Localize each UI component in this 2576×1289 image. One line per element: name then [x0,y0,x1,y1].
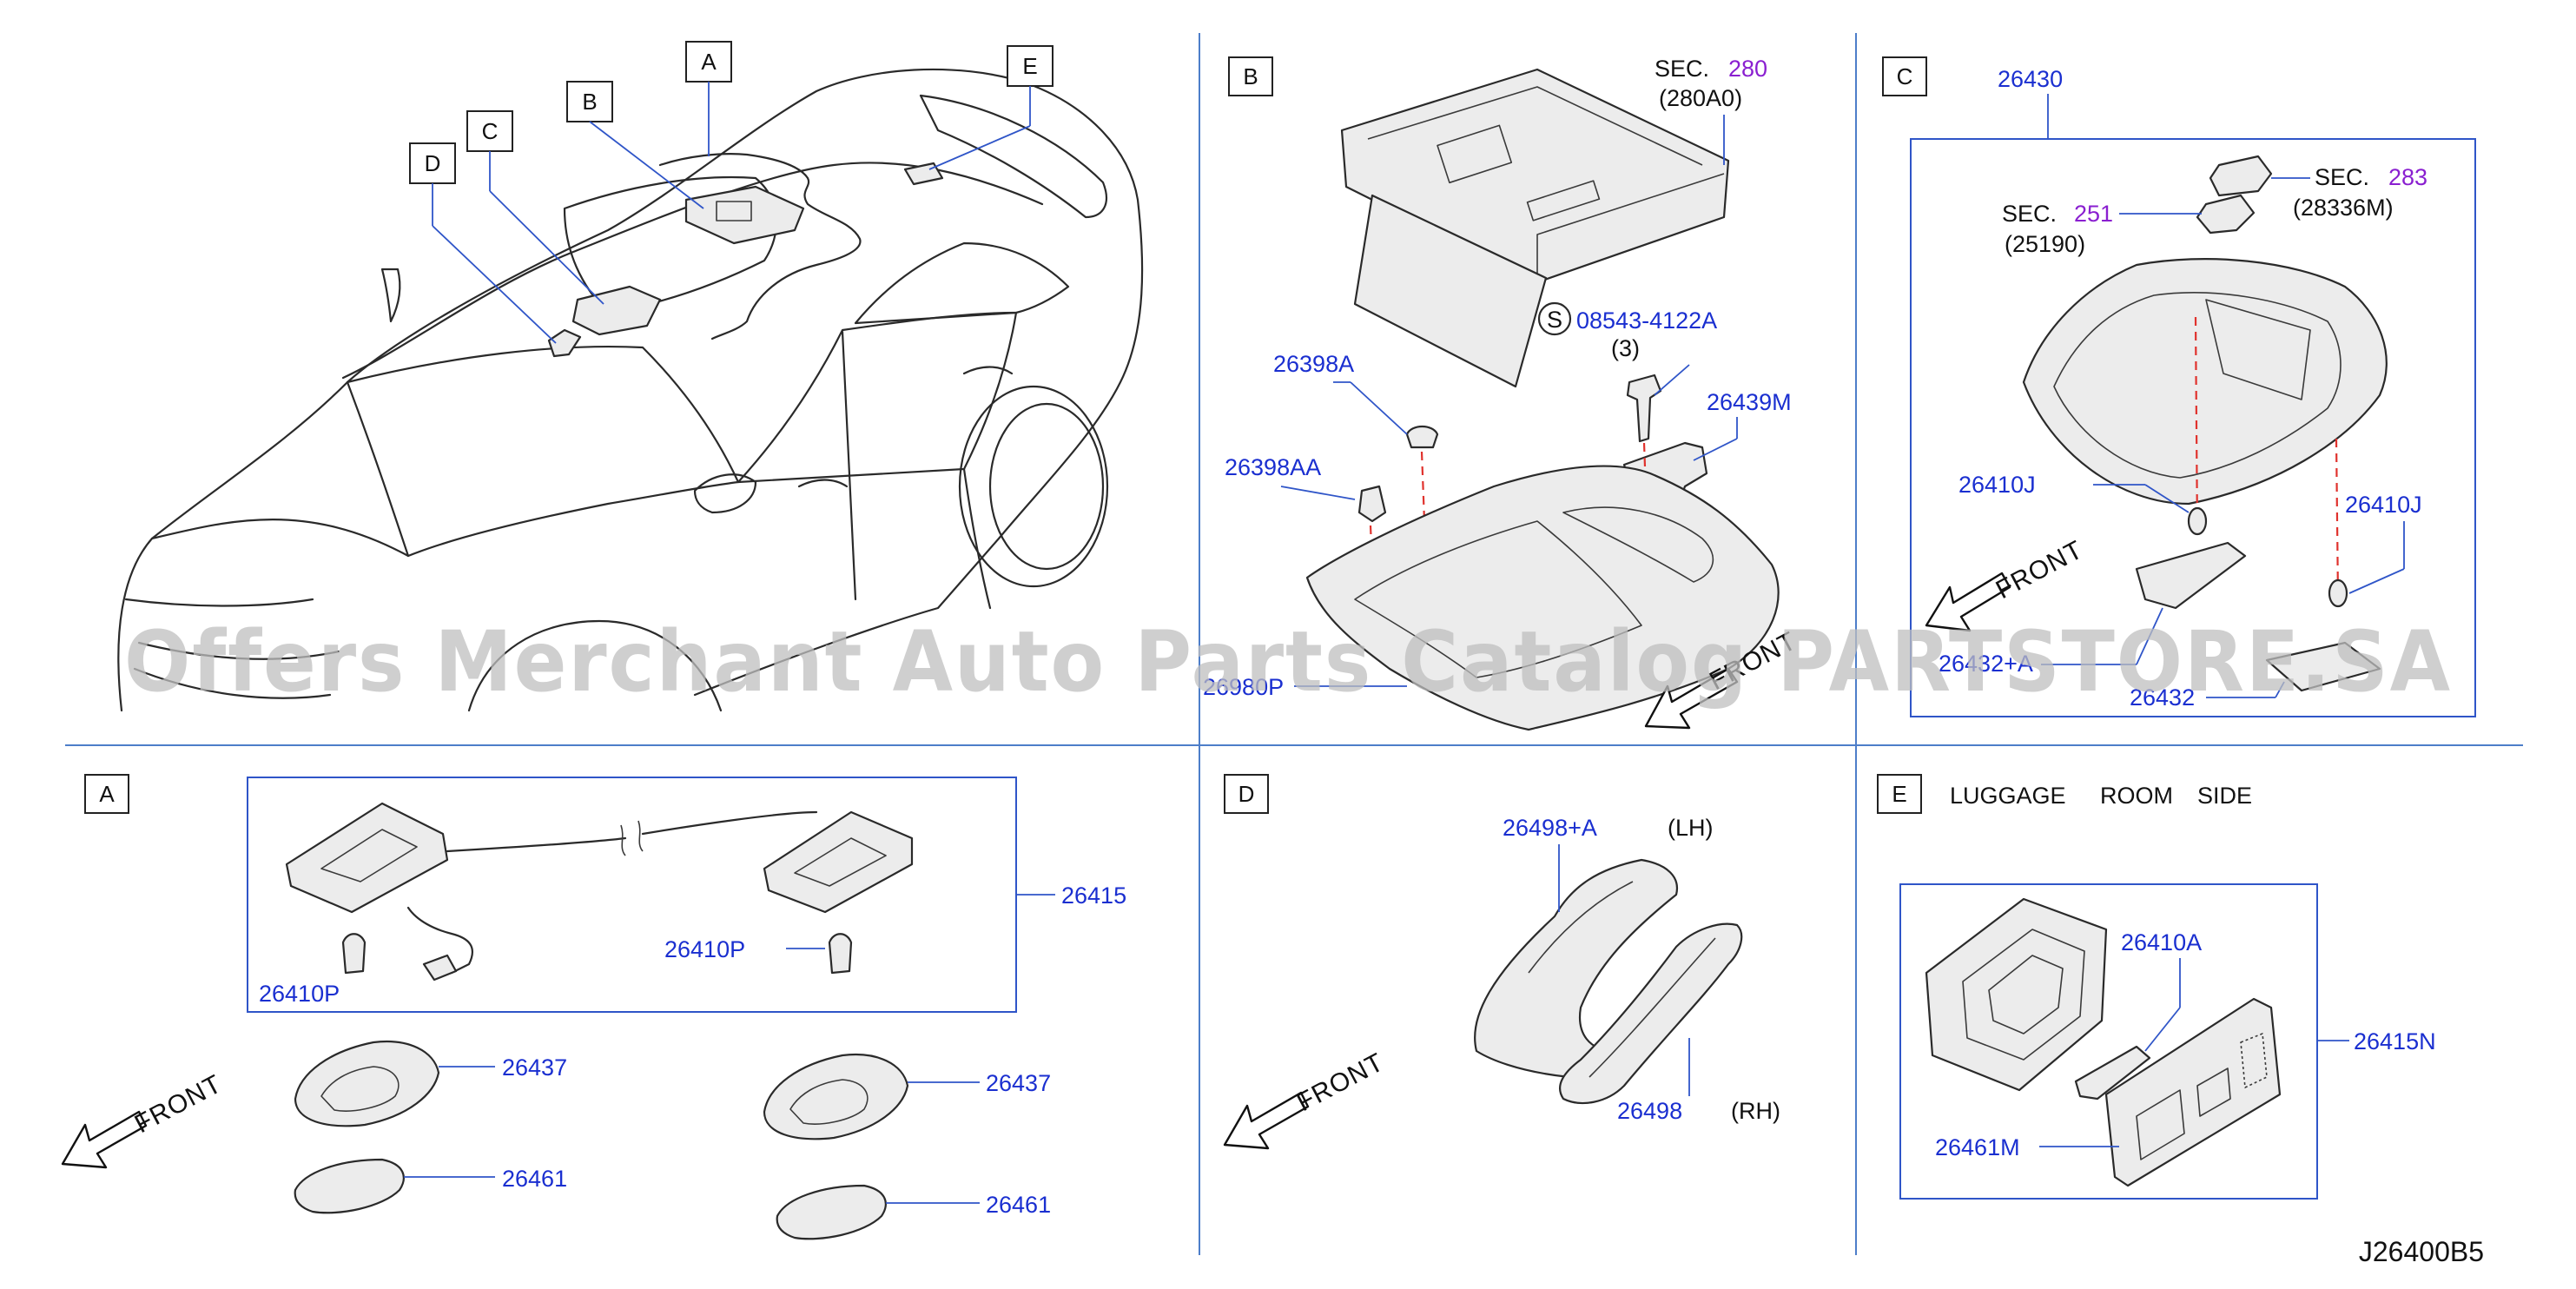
sec-280-prefix: SEC. [1655,56,1709,82]
visor-rh-tag: (RH) [1731,1098,1780,1124]
section-e-label: E [1892,781,1906,807]
sec-251-prefix: SEC. [2002,201,2057,227]
visor-rh-part-number: 26498 [1617,1098,1682,1124]
callout-d: D [425,150,441,176]
vehicle-overview [117,68,1144,712]
clip-aa-part-number: 26398AA [1225,454,1321,480]
front-label-a: FRONT [130,1069,227,1139]
bulb-right-a-part-number: 26410P [664,936,745,962]
lens-right-a-part-number: 26461 [986,1192,1051,1218]
assembly-c-part-number: 26430 [1998,66,2063,92]
bulb-left-c-part-number: 26410J [1958,472,2036,498]
visor-lh-tag: (LH) [1668,815,1714,841]
section-c-label: C [1897,63,1913,89]
visor-lh-part-number: 26498+A [1503,815,1597,841]
front-arrow-c [1925,572,2011,632]
screw-symbol: S [1547,307,1562,333]
front-arrow-d [1223,1091,1310,1150]
screw-part-number: 08543-4122A [1576,307,1717,334]
bulb-right-c-part-number: 26410J [2345,492,2422,518]
housing-left-part-number: 26437 [502,1054,567,1081]
lens-left-c-part-number: 26432+A [1939,651,2033,677]
sec-280-number: 280 [1728,56,1767,82]
callout-c: C [482,118,499,144]
clip-a-part-number: 26398A [1273,351,1354,377]
section-e-title-word-1: LUGGAGE [1950,783,2066,809]
section-e-title-word-3: SIDE [2197,783,2252,809]
front-arrow-a [61,1110,148,1169]
front-arrow-b [1644,667,1739,730]
sec-251-sub: (25190) [2005,231,2085,257]
section-c: C 26430 SEC. 283 (28336M) SEC. 251 (2519… [1882,56,2476,717]
callout-e: E [1022,53,1037,79]
lamp-e-part-number: 26415N [2354,1028,2436,1054]
sec-283-number: 283 [2388,164,2427,190]
section-a-label: A [99,781,115,807]
lens-right-c-part-number: 26432 [2130,684,2195,711]
sec-280-sub: (280A0) [1659,85,1742,111]
front-label-c: FRONT [1991,535,2088,605]
callout-b: B [582,89,597,115]
section-d-label: D [1238,781,1255,807]
section-e-title-word-2: ROOM [2100,783,2173,809]
lens-e-part-number: 26461M [1935,1134,2020,1160]
section-e: E LUGGAGE ROOM SIDE 26410A 26415N 26461M [1877,774,2436,1200]
lens-left-a-part-number: 26461 [502,1166,567,1192]
bulb-e-part-number: 26410A [2121,929,2202,955]
bracket-part-number: 26439M [1707,389,1792,415]
callout-a: A [701,49,717,75]
housing-right-part-number: 26437 [986,1070,1051,1096]
sec-251-number: 251 [2074,201,2113,227]
screw-quantity: (3) [1611,335,1640,361]
base-part-number: 26980P [1203,674,1284,700]
assembly-a-part-number: 26415 [1061,882,1126,909]
watermark-text: Offers Merchant Auto Parts Catalog PARTS… [124,613,2452,711]
sec-283-sub: (28336M) [2293,195,2394,221]
bulb-left-a-part-number: 26410P [259,981,340,1007]
section-b-label: B [1243,63,1258,89]
section-d: D 26498+A (LH) 26498 (RH) FRONT [1223,774,1780,1150]
overview-callouts: A B C D E [409,41,1054,344]
section-a: A 26410P 26410P 26415 26437 26437 [61,774,1126,1240]
panel-grid [65,33,2523,1255]
sec-283-prefix: SEC. [2315,164,2369,190]
front-label-d: FRONT [1292,1048,1389,1117]
diagram-code: J26400B5 [2359,1236,2484,1267]
